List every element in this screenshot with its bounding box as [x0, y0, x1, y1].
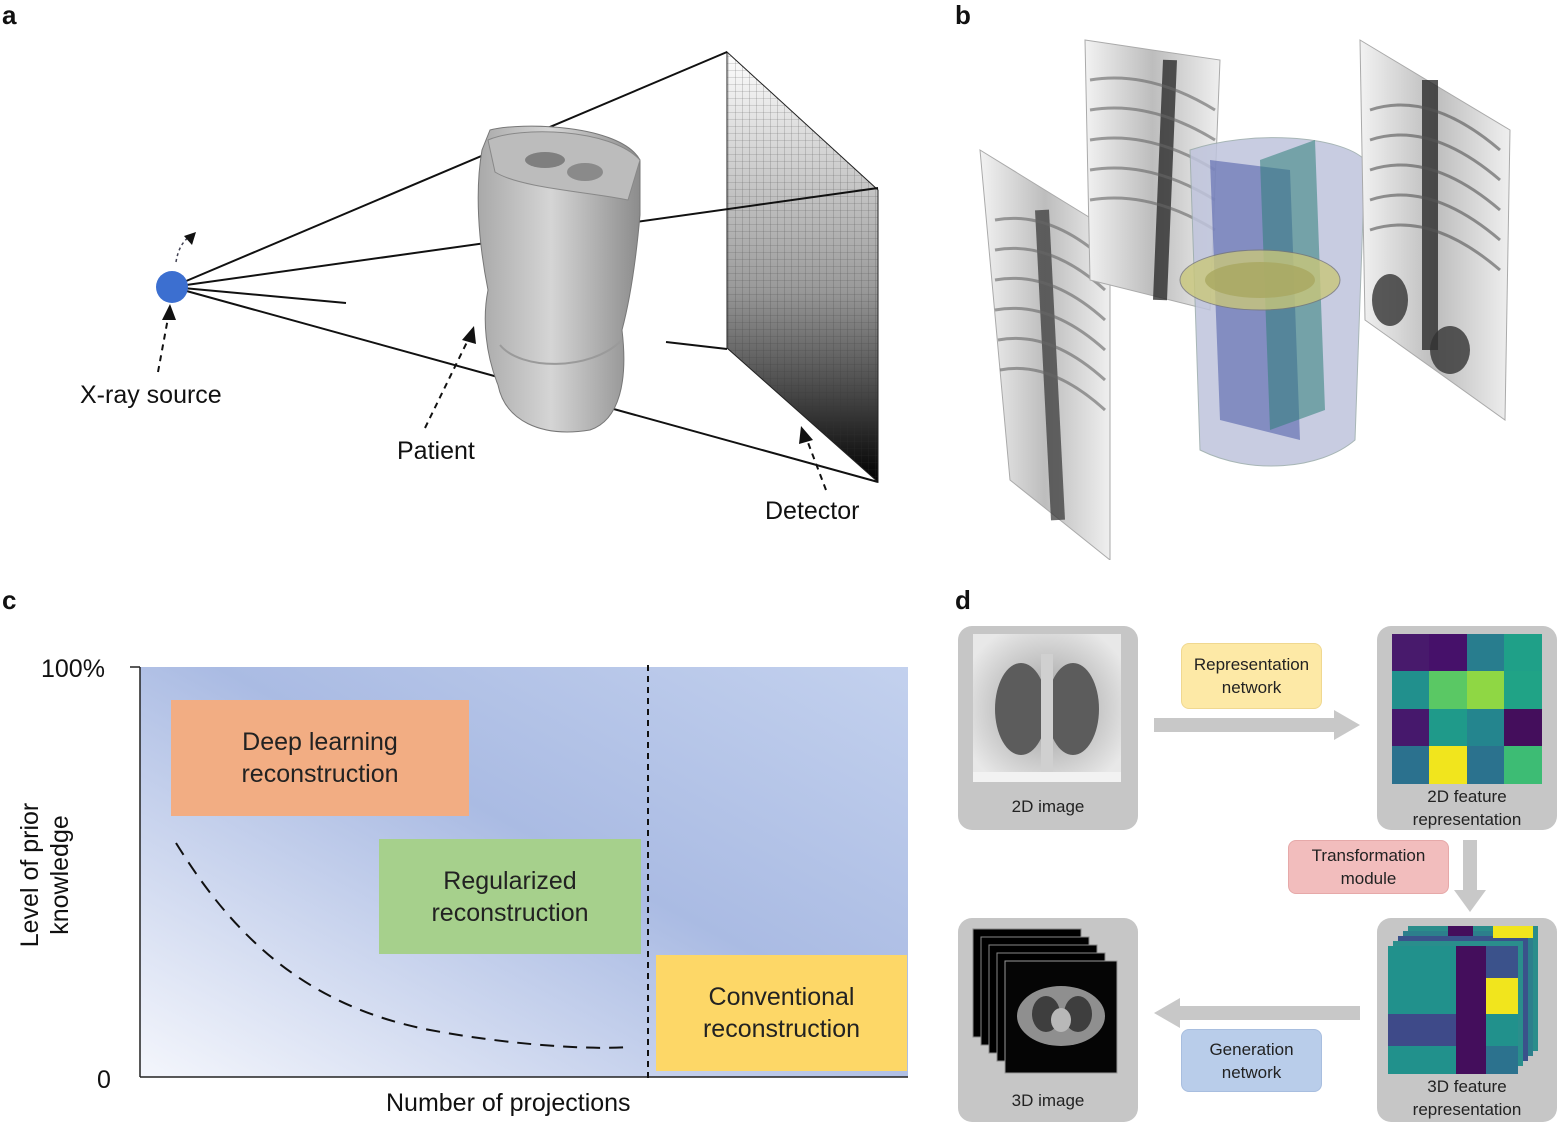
deep-learning-box	[171, 700, 469, 816]
top-rib-plane	[1084, 39, 1221, 311]
y-tick-100: 100%	[41, 655, 105, 683]
detector-panel	[726, 50, 879, 484]
conventional-box	[656, 955, 907, 1071]
detector-label: Detector	[765, 497, 860, 525]
xray-source-dot	[156, 271, 188, 303]
panel-a-letter: a	[2, 0, 17, 30]
image-2d-label: 2D image	[1011, 796, 1085, 816]
xray-geometry-illustration	[156, 50, 879, 491]
arrow-to-2d-feature	[1154, 710, 1360, 740]
panel-b-letter: b	[955, 0, 971, 30]
x-axis-label: Number of projections	[386, 1089, 631, 1117]
image-3d-label: 3D image	[1011, 1090, 1085, 1110]
ct-volume-rendering	[979, 39, 1511, 560]
regularized-box	[379, 839, 641, 954]
torso-volume	[1179, 137, 1366, 467]
patient-body	[477, 125, 641, 433]
arrow-to-3d-feature	[1454, 840, 1486, 912]
chest-xray-image	[973, 634, 1121, 782]
feature-2d-grid	[1392, 634, 1542, 784]
panel-c-letter: c	[2, 585, 17, 615]
panel-d-letter: d	[955, 585, 971, 615]
y-axis-label: Level of prior knowledge	[16, 802, 74, 948]
patient-label: Patient	[397, 437, 475, 465]
feature-3d-stack	[1388, 926, 1538, 1074]
trend-curve	[175, 842, 631, 1049]
ct-slice-stack	[972, 928, 1118, 1074]
right-rib-plane	[1359, 39, 1511, 421]
arrow-to-3d-image	[1154, 998, 1360, 1028]
xray-source-label: X-ray source	[80, 381, 222, 409]
y-tick-0: 0	[97, 1066, 111, 1094]
